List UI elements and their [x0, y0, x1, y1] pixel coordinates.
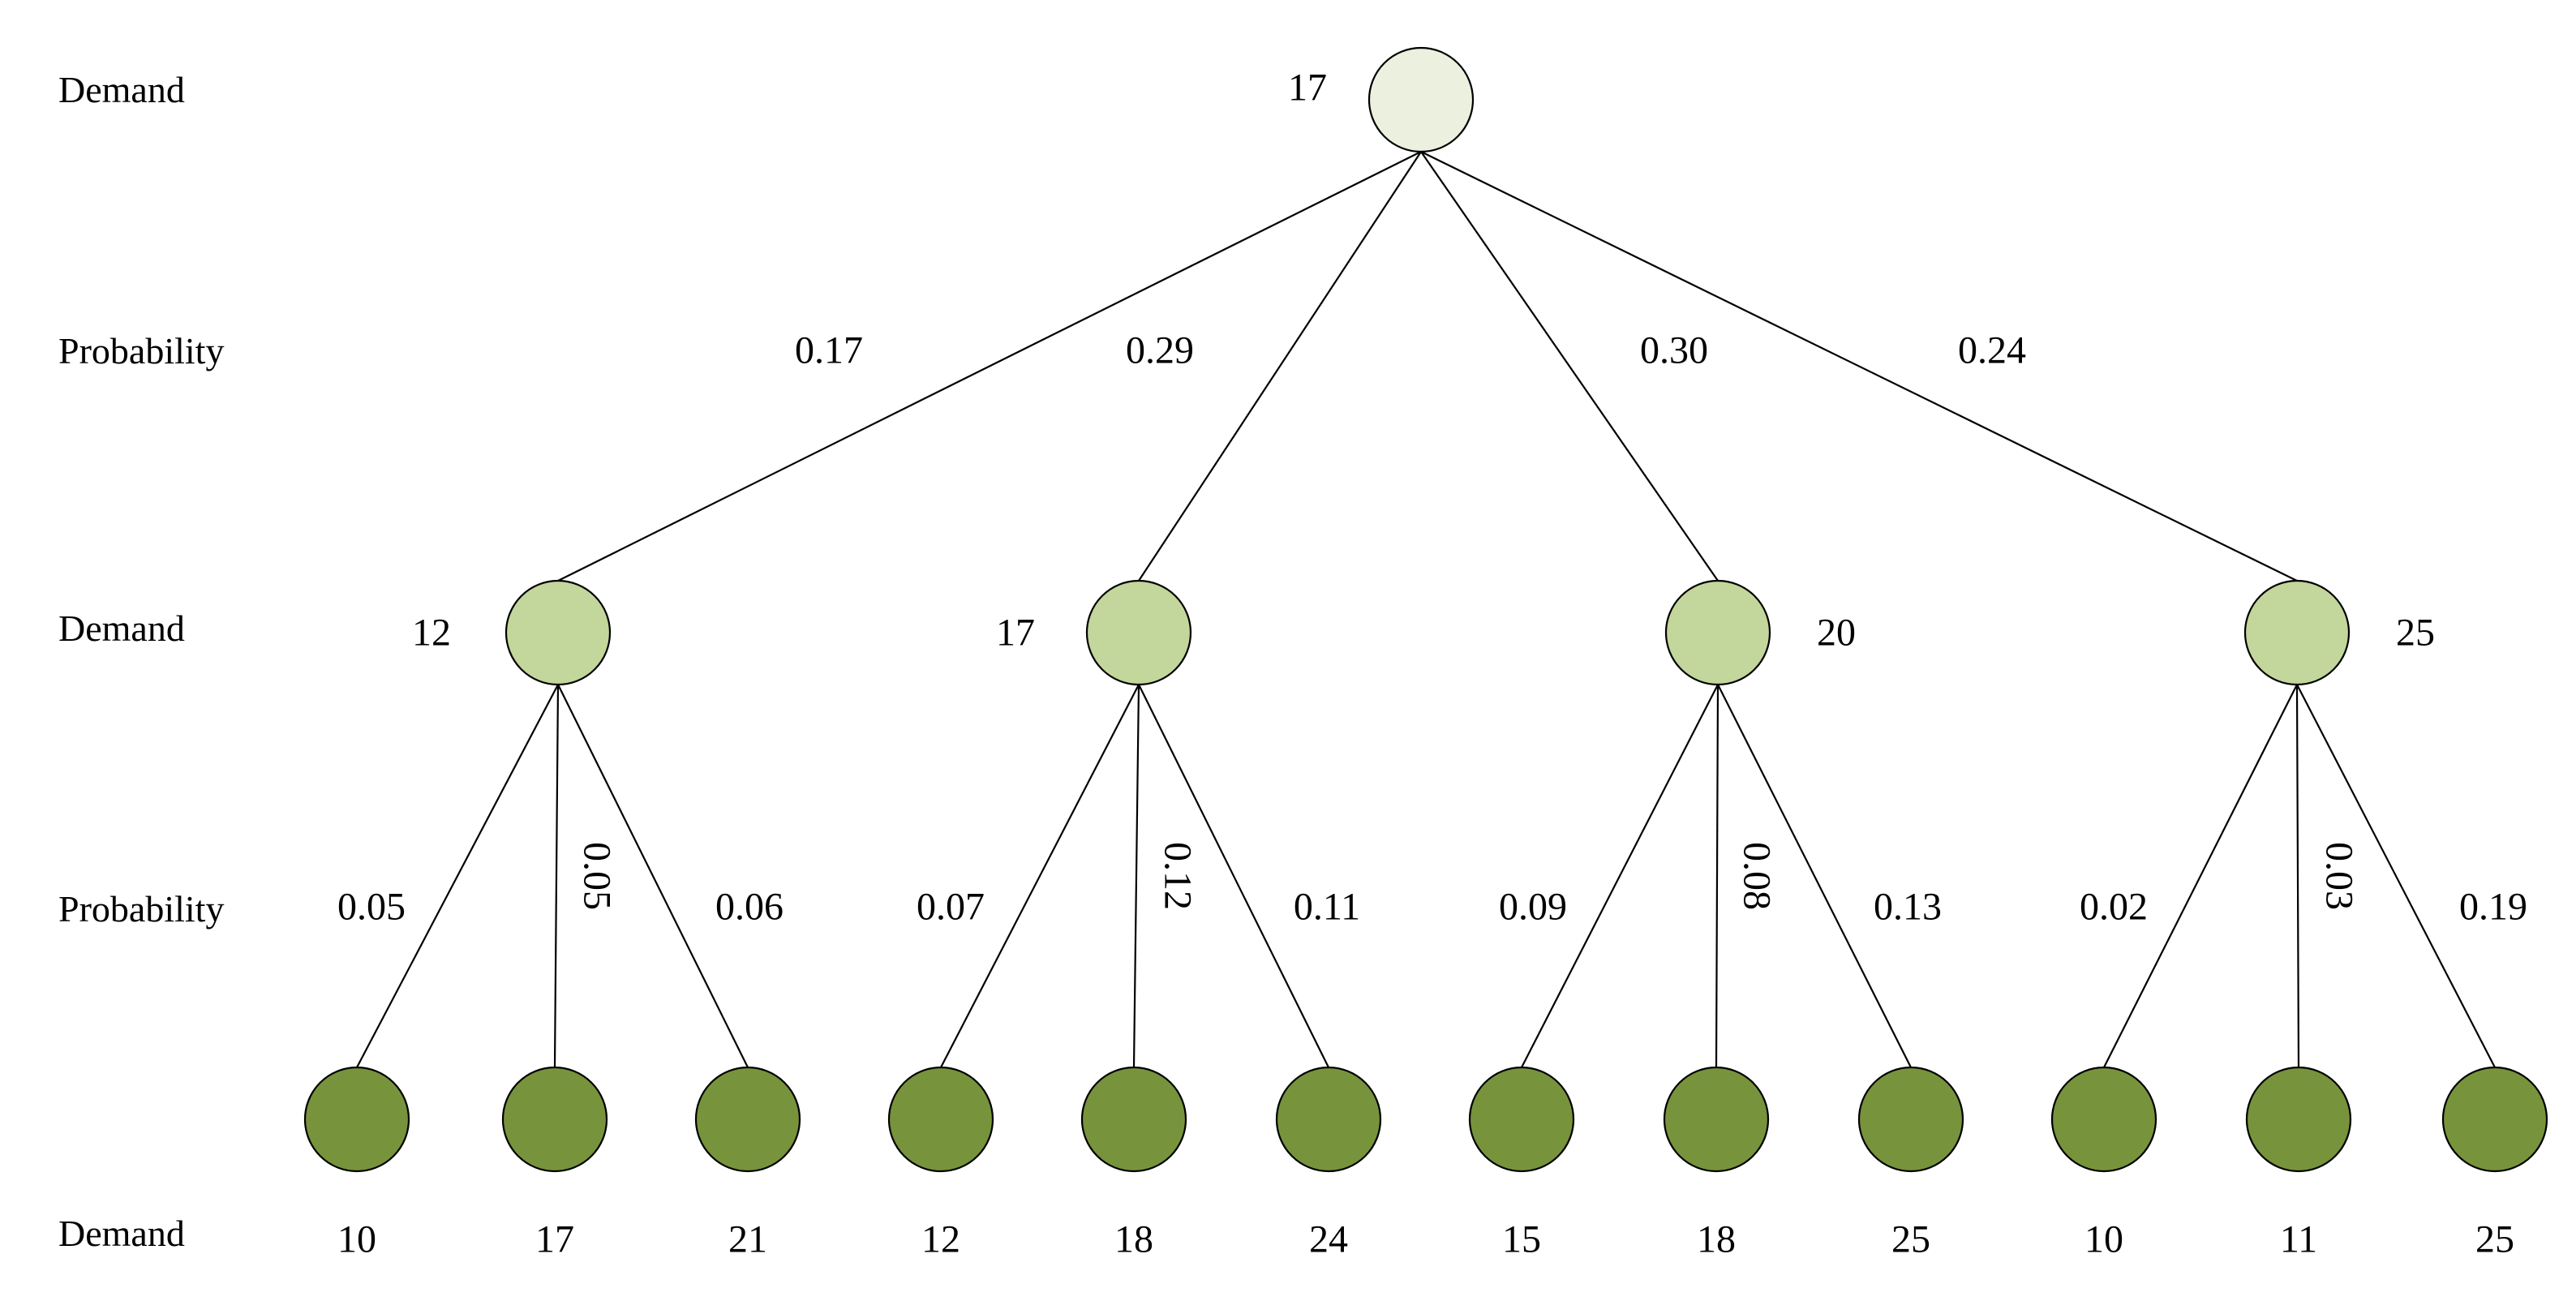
- leaf-node-7: [1468, 1066, 1575, 1173]
- leaf-probability-label: 0.12: [1157, 842, 1200, 910]
- leaf-node-9: [1857, 1066, 1964, 1173]
- edge-node-3-to-leaf-1: [1521, 684, 1719, 1068]
- leaf-node-2: [501, 1066, 608, 1173]
- edge-node-4-to-leaf-1: [2103, 684, 2298, 1068]
- leaf-node-10: [2050, 1066, 2157, 1173]
- leaf-node-8: [1663, 1066, 1770, 1173]
- stage1-demand-label: 17: [996, 612, 1035, 655]
- root-demand-label: 17: [1288, 67, 1327, 110]
- edge-root-to-node-2: [1138, 151, 1422, 582]
- leaf-demand-label: 10: [337, 1218, 376, 1261]
- leaf-node-6: [1275, 1066, 1382, 1173]
- stage1-node-1: [504, 579, 612, 686]
- stage1-probability-label: 0.29: [1126, 329, 1194, 372]
- leaf-demand-label: 11: [2280, 1218, 2317, 1261]
- edge-node-2-to-leaf-2: [1132, 684, 1140, 1068]
- stage1-probability-label: 0.24: [1958, 329, 2026, 372]
- stage1-demand-label: 25: [2396, 612, 2435, 655]
- row-label-stage2-probability: Probability: [58, 888, 224, 930]
- leaf-probability-label: 0.09: [1499, 886, 1567, 929]
- edge-node-4-to-leaf-2: [2295, 684, 2300, 1068]
- edge-node-2-to-leaf-1: [940, 684, 1140, 1068]
- leaf-demand-label: 15: [1502, 1218, 1541, 1261]
- leaf-probability-label: 0.19: [2459, 886, 2527, 929]
- edge-node-1-to-leaf-2: [553, 684, 560, 1068]
- leaf-demand-label: 18: [1697, 1218, 1736, 1261]
- leaf-probability-label: 0.06: [715, 886, 784, 929]
- leaf-probability-label: 0.02: [2080, 886, 2148, 929]
- leaf-probability-label: 0.08: [1736, 842, 1779, 910]
- leaf-demand-label: 10: [2084, 1218, 2123, 1261]
- leaf-node-5: [1080, 1066, 1187, 1173]
- tree-labels: 17 12 0.17 17 0.29 20 0.30 25 0.24 0.05 10 0.05 17 0.…: [337, 67, 2527, 1261]
- row-label-stage1-probability: Probability: [58, 330, 224, 371]
- leaf-demand-label: 17: [535, 1218, 574, 1261]
- leaf-node-12: [2441, 1066, 2548, 1173]
- leaf-demand-label: 25: [2475, 1218, 2514, 1261]
- tree-nodes: [303, 46, 2548, 1173]
- leaf-probability-label: 0.07: [917, 886, 985, 929]
- leaf-probability-label: 0.05: [337, 886, 406, 929]
- edge-root-to-node-4: [1420, 151, 2298, 582]
- stage1-node-3: [1664, 579, 1771, 686]
- edge-node-3-to-leaf-3: [1717, 684, 1912, 1068]
- leaf-probability-label: 0.11: [1294, 886, 1360, 929]
- leaf-node-1: [303, 1066, 410, 1173]
- row-label-stage1-demand: Demand: [58, 608, 185, 649]
- leaf-node-11: [2245, 1066, 2352, 1173]
- leaf-probability-label: 0.03: [2318, 842, 2361, 910]
- edge-node-1-to-leaf-1: [356, 684, 559, 1068]
- leaf-demand-label: 24: [1309, 1218, 1348, 1261]
- row-label-leaf-demand: Demand: [58, 1213, 185, 1254]
- edge-node-4-to-leaf-3: [2296, 684, 2496, 1068]
- leaf-probability-label: 0.05: [576, 842, 619, 910]
- leaf-node-3: [694, 1066, 801, 1173]
- leaf-demand-label: 12: [921, 1218, 960, 1261]
- edge-node-3-to-leaf-2: [1715, 684, 1719, 1068]
- stage1-probability-label: 0.17: [795, 329, 863, 372]
- leaf-node-4: [887, 1066, 994, 1173]
- edge-root-to-node-3: [1420, 151, 1719, 582]
- root-node: [1367, 46, 1475, 153]
- tree-edges: [356, 151, 2496, 1068]
- leaf-probability-label: 0.13: [1874, 886, 1942, 929]
- leaf-demand-label: 18: [1114, 1218, 1153, 1261]
- edge-node-1-to-leaf-3: [557, 684, 749, 1068]
- stage1-node-2: [1085, 579, 1192, 686]
- row-label-root-demand: Demand: [58, 69, 185, 110]
- stage1-probability-label: 0.30: [1640, 329, 1708, 372]
- leaf-demand-label: 21: [728, 1218, 767, 1261]
- edge-root-to-node-1: [557, 151, 1422, 582]
- stage1-demand-label: 20: [1817, 612, 1856, 655]
- edge-node-2-to-leaf-3: [1138, 684, 1329, 1068]
- stage1-demand-label: 12: [412, 612, 451, 655]
- leaf-demand-label: 25: [1891, 1218, 1930, 1261]
- stage1-node-4: [2243, 579, 2351, 686]
